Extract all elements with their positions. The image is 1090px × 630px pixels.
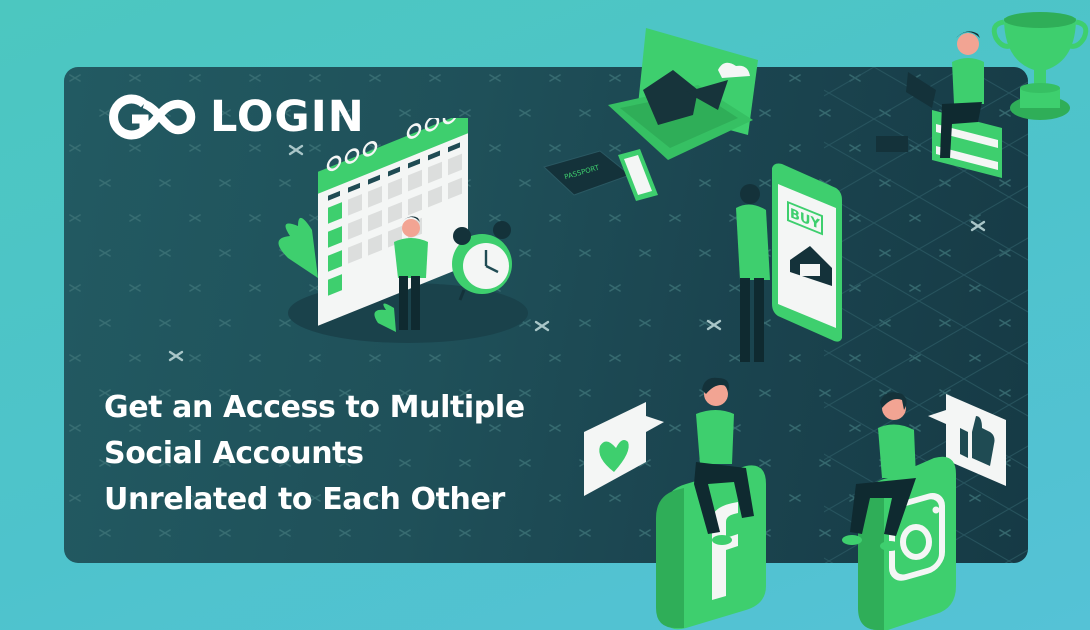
facebook-illustration: [584, 377, 766, 630]
phone-buy-illustration: BUY: [736, 163, 842, 362]
alarm-clock-icon: [452, 221, 512, 301]
thumbs-up-chat-bubble-icon: [928, 394, 1006, 486]
hero-card: [64, 67, 1028, 563]
x-pattern-background: [64, 67, 1028, 563]
logo-text: LOGIN: [210, 92, 365, 142]
passport-illustration: PASSPORT: [543, 149, 658, 201]
heart-chat-bubble-icon: [584, 402, 664, 496]
calendar-illustration: [278, 118, 528, 343]
man-figure: [394, 216, 428, 330]
headline-line-3: Unrelated to Each Other: [104, 482, 505, 517]
plant-icon: [278, 217, 318, 278]
reader-illustration: [876, 31, 1002, 178]
headline-line-1: Get an Access to Multiple: [104, 390, 525, 425]
suitcase-illustration: [608, 28, 758, 160]
headline-line-2: Social Accounts: [104, 436, 364, 471]
cloud-icon: [718, 62, 750, 78]
infinity-go-icon: [109, 94, 196, 140]
headline: Get an Access to Multiple Social Account…: [104, 385, 604, 523]
gologin-logo[interactable]: LOGIN: [104, 94, 365, 140]
trophy-icon: [991, 12, 1089, 120]
instagram-illustration: [842, 392, 1006, 630]
